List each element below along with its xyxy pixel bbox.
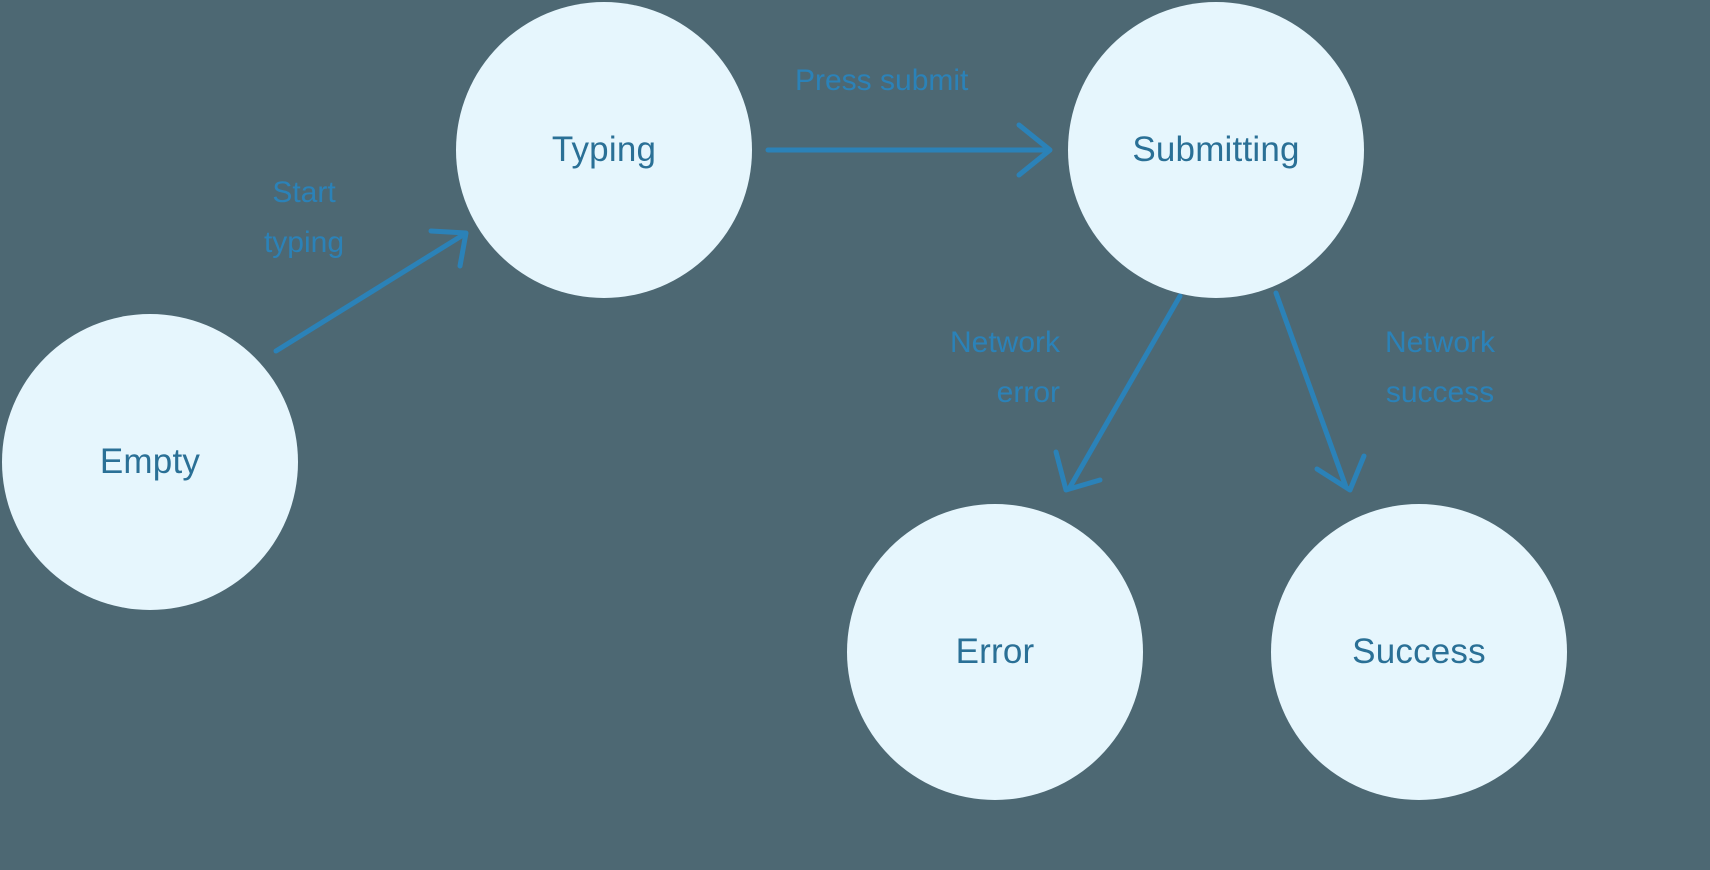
edge-label-press-submit: Press submit [795, 64, 969, 97]
state-node-empty[interactable]: Empty [2, 314, 298, 610]
edge-label-network-success: Network success [1384, 326, 1496, 409]
state-node-error[interactable]: Error [847, 504, 1143, 800]
edge-submitting-to-success [1273, 290, 1367, 493]
state-node-submitting-label: Submitting [1132, 130, 1300, 169]
edge-empty-to-typing [273, 228, 469, 354]
state-node-submitting[interactable]: Submitting [1068, 2, 1364, 298]
edge-typing-to-submitting [765, 122, 1053, 178]
state-node-empty-label: Empty [99, 442, 201, 481]
edge-label-start-typing: Start typing [263, 176, 345, 259]
state-node-success-label: Success [1352, 632, 1486, 671]
state-node-success[interactable]: Success [1271, 504, 1567, 800]
state-node-typing[interactable]: Typing [456, 2, 752, 298]
state-node-error-label: Error [955, 632, 1035, 671]
edge-label-network-error: Network error [949, 326, 1060, 409]
state-node-typing-label: Typing [551, 130, 657, 169]
edge-submitting-to-error [1053, 293, 1183, 493]
